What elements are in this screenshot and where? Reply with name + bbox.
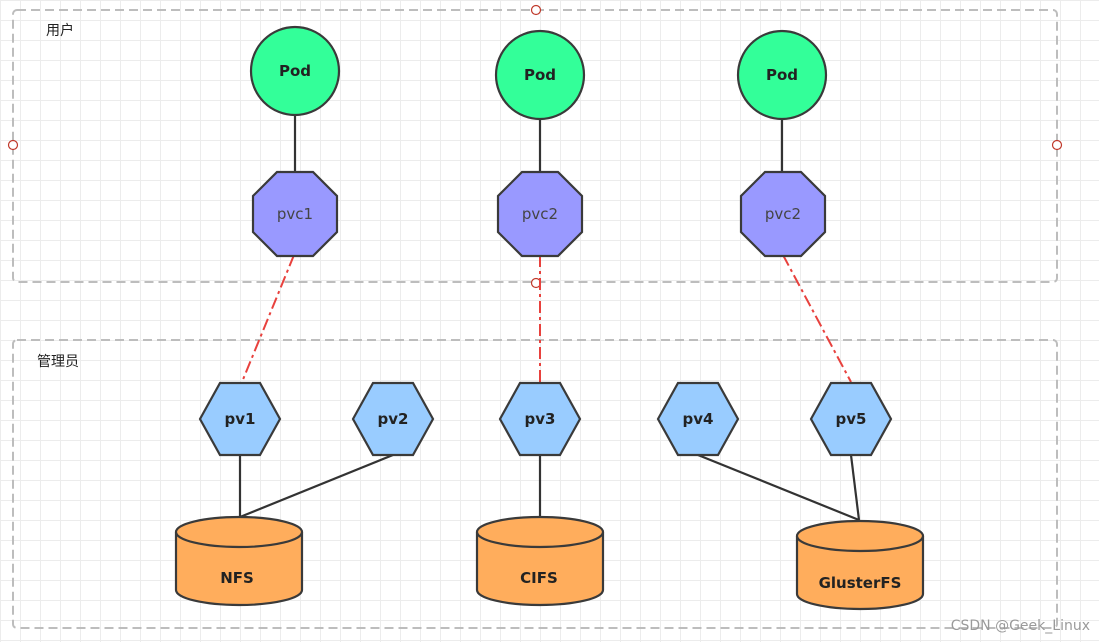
pod-node-2[interactable]: Pod [494, 29, 586, 121]
pvc-octagon [739, 170, 827, 258]
pod-node-3[interactable]: Pod [736, 29, 828, 121]
storage-label: CIFS [520, 569, 558, 587]
edge-pv5-glusterfs [849, 454, 861, 521]
storage-node-glusterfs[interactable]: GlusterFS [795, 519, 925, 611]
pv-hexagon [351, 381, 435, 457]
pv-label: pv2 [378, 410, 409, 428]
pod-label: Pod [524, 66, 556, 84]
admin-zone-label: 管理员 [37, 354, 79, 370]
selection-handle-top[interactable] [530, 4, 542, 16]
pvc-node-2[interactable]: pvc2 [496, 170, 584, 258]
pv-node-2[interactable]: pv2 [351, 381, 435, 457]
user-zone-label: 用户 [46, 22, 74, 39]
cylinder-body [174, 532, 304, 607]
cylinder-top [475, 515, 605, 549]
pv-node-3[interactable]: pv3 [498, 381, 582, 457]
pod-label: Pod [766, 66, 798, 84]
pv-label: pv4 [683, 410, 714, 428]
pod-circle [736, 29, 828, 121]
pvc-label: pvc2 [765, 205, 801, 223]
edge-pv2-nfs [239, 453, 394, 519]
pv-hexagon [656, 381, 740, 457]
cylinder-top [174, 515, 304, 549]
pv-node-4[interactable]: pv4 [656, 381, 740, 457]
watermark: CSDN @Geek_Linux [951, 618, 1090, 634]
storage-node-nfs[interactable]: NFS [174, 515, 304, 607]
edge-pv4-glusterfs [697, 453, 860, 522]
binding-pvc3-pv5 [782, 254, 852, 383]
storage-node-cifs[interactable]: CIFS [475, 515, 605, 607]
pvc-node-3[interactable]: pvc2 [739, 170, 827, 258]
pod-circle [494, 29, 586, 121]
selection-handle-left[interactable] [7, 139, 19, 151]
selection-handle-right[interactable] [1051, 139, 1063, 151]
pv-label: pv1 [225, 410, 256, 428]
pv-hexagon [498, 381, 582, 457]
pv-node-5[interactable]: pv5 [809, 381, 893, 457]
pvc-octagon [496, 170, 584, 258]
pod-node-1[interactable]: Pod [249, 25, 341, 117]
pvc-octagon [251, 170, 339, 258]
pvc-label: pvc2 [522, 205, 558, 223]
pod-label: Pod [279, 62, 311, 80]
pvc-node-1[interactable]: pvc1 [251, 170, 339, 258]
cylinder-body [795, 536, 925, 611]
pv-label: pv3 [525, 410, 556, 428]
admin-zone-box[interactable] [12, 339, 1058, 629]
storage-label: NFS [220, 569, 254, 587]
binding-pvc1-pv1 [241, 254, 295, 383]
pv-node-1[interactable]: pv1 [198, 381, 282, 457]
pv-label: pv5 [836, 410, 867, 428]
pv-hexagon [198, 381, 282, 457]
cylinder-body [475, 532, 605, 607]
pvc-label: pvc1 [277, 205, 313, 223]
pod-circle [249, 25, 341, 117]
storage-label: GlusterFS [819, 574, 902, 592]
cylinder-top [795, 519, 925, 553]
pv-hexagon [809, 381, 893, 457]
